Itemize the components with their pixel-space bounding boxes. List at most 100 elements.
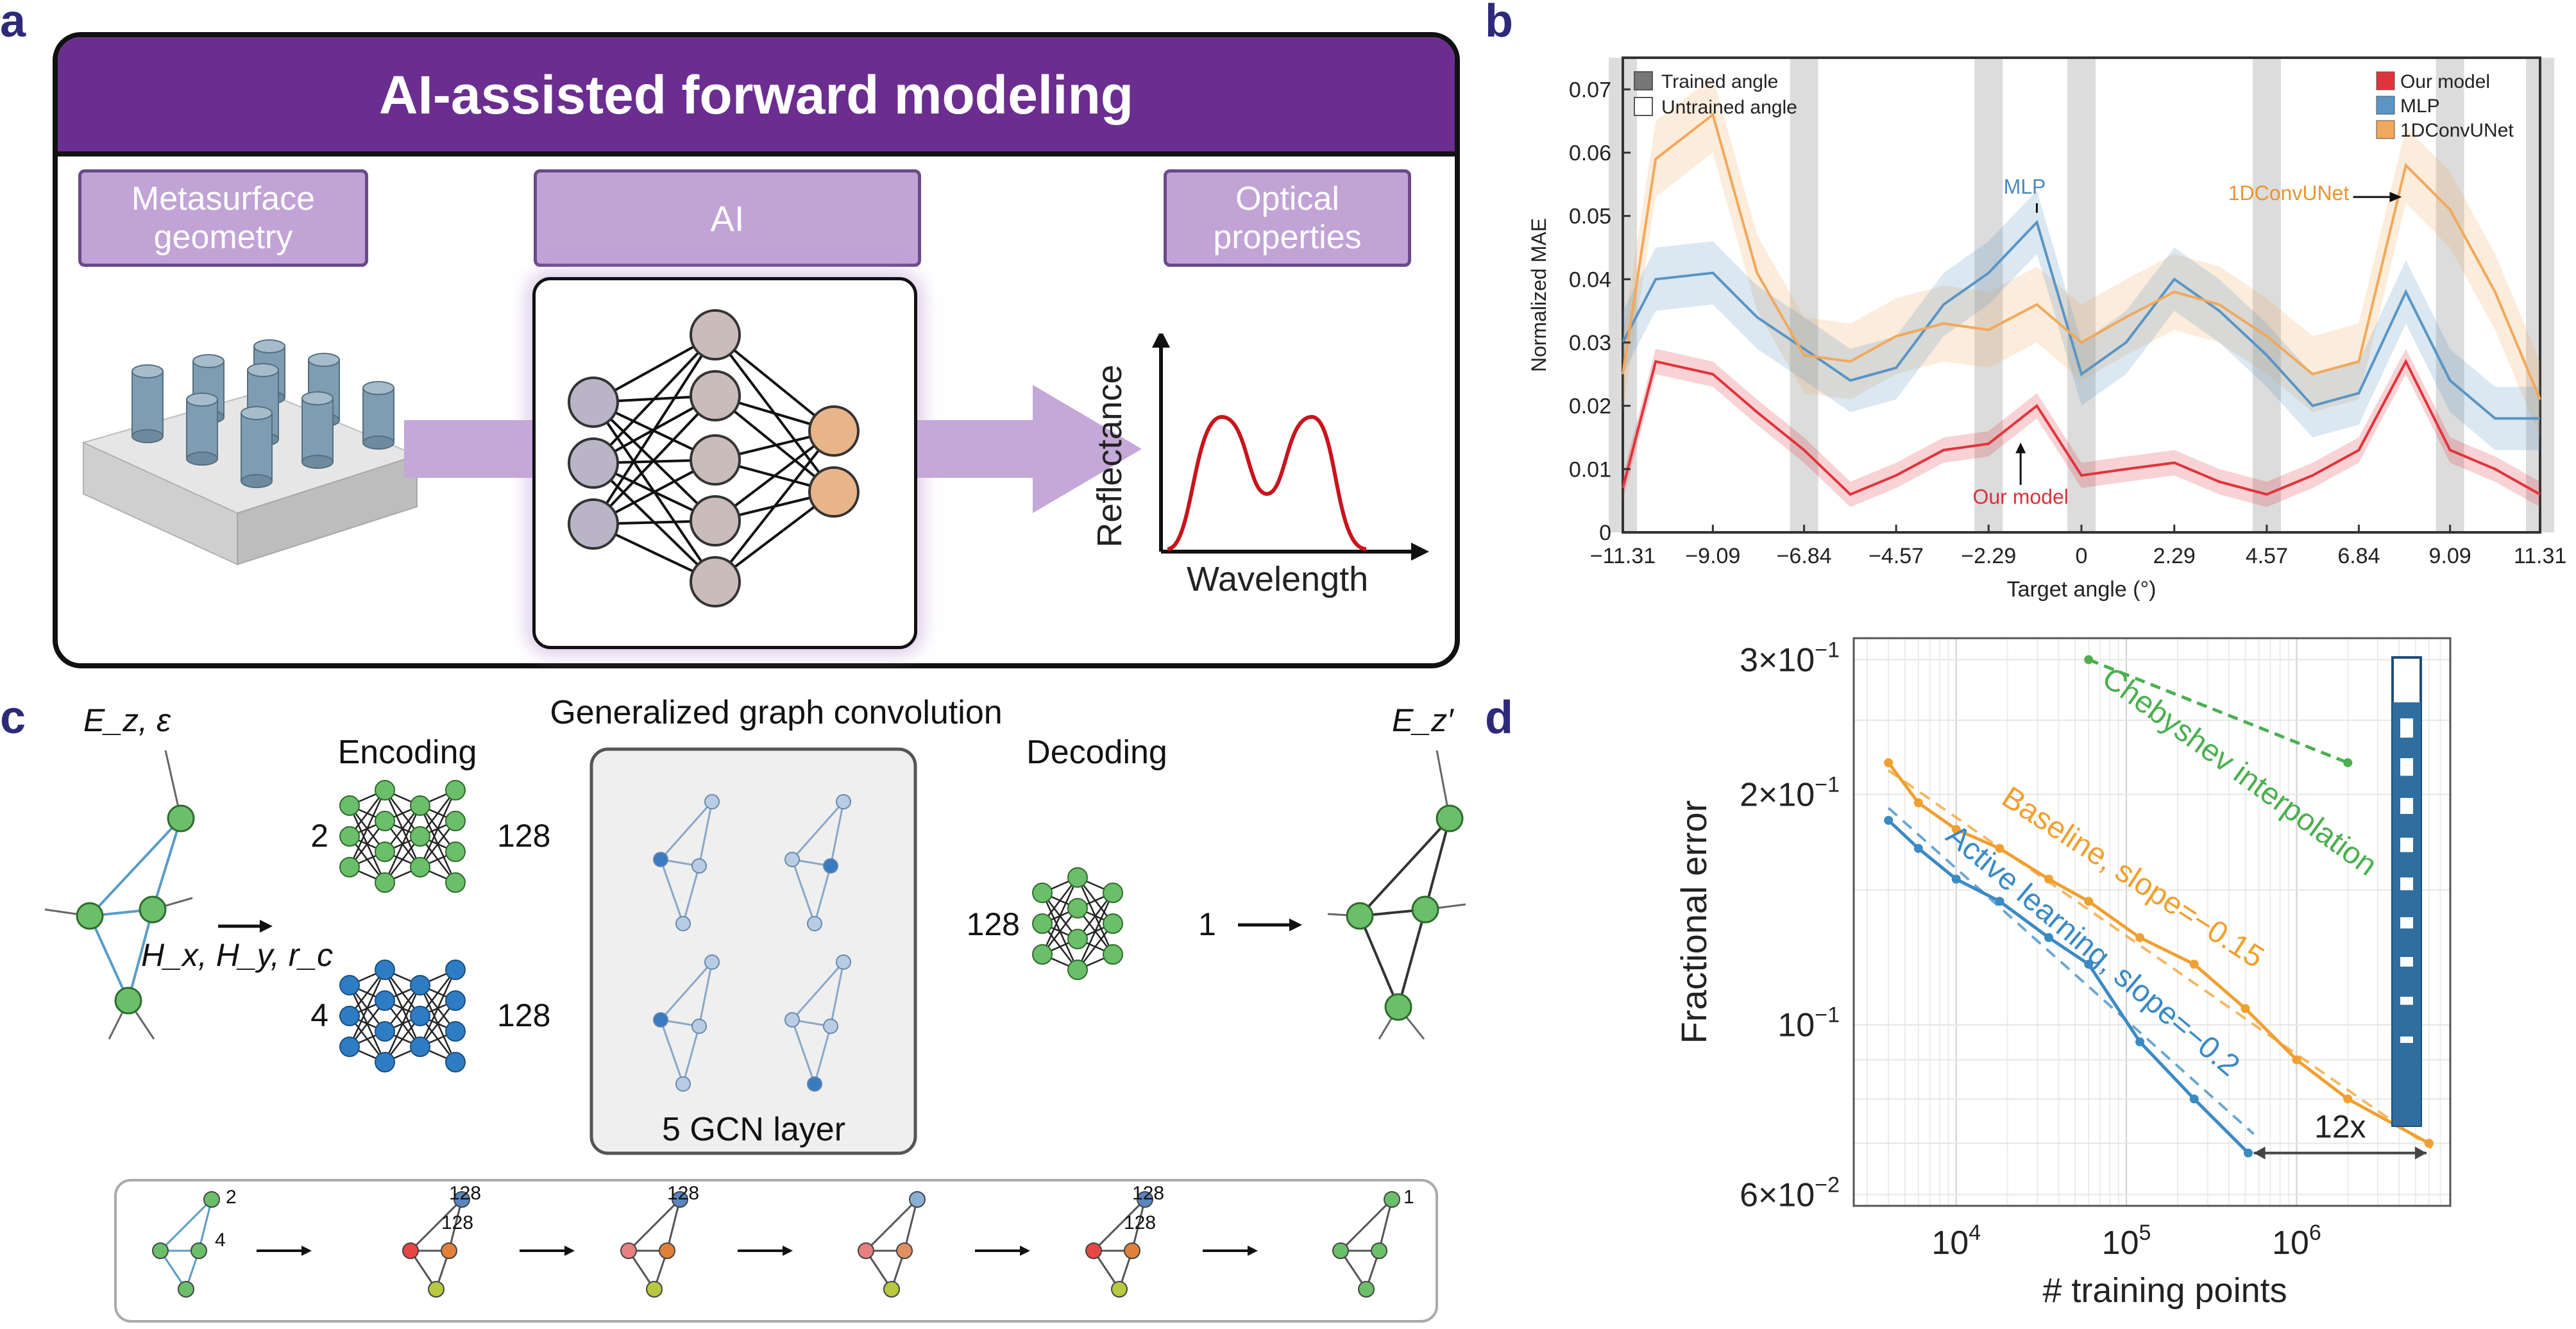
seq-node xyxy=(191,1242,207,1259)
seq-node xyxy=(402,1242,419,1259)
x-axis-label: # training points xyxy=(2042,1271,2287,1310)
pillar-top xyxy=(362,381,394,395)
progress-bar-gap xyxy=(2400,957,2413,967)
net-node xyxy=(1067,960,1088,980)
graph-edge xyxy=(1359,817,1451,917)
mini-edge xyxy=(698,801,713,867)
nn-node xyxy=(808,466,860,518)
net-node xyxy=(339,795,360,816)
net-edge xyxy=(348,790,386,868)
progress-bar-gap xyxy=(2400,838,2413,852)
wavelength-axis-label: Wavelength xyxy=(1187,560,1369,598)
graph-node xyxy=(139,895,167,924)
series-line xyxy=(1622,219,2540,420)
pillar-body xyxy=(131,371,164,437)
seq-node xyxy=(1124,1242,1140,1259)
legend-label-0: Our model xyxy=(2400,71,2490,92)
12x-arrow-head-right xyxy=(2414,1146,2427,1160)
mini-edge xyxy=(682,1026,700,1085)
mini-node xyxy=(823,1019,838,1034)
annotation-1dconvunet: 1DConvUNet xyxy=(2228,182,2350,205)
mini-node xyxy=(675,1076,691,1092)
y-tick-label: 6×10−2 xyxy=(1740,1172,1840,1214)
x-tick-label: −2.29 xyxy=(1961,544,2016,568)
seq-node xyxy=(203,1191,220,1208)
pillar-base xyxy=(301,455,334,469)
pillar-top xyxy=(131,364,164,378)
net-edge xyxy=(419,969,457,1047)
metasurface-illustration xyxy=(81,339,419,566)
y-tick-label: 0.06 xyxy=(1569,141,1611,165)
series-line xyxy=(1622,112,2541,400)
progress-bar-gap xyxy=(2400,877,2413,890)
pillar-top xyxy=(253,339,285,353)
ai-box: AI xyxy=(534,169,921,267)
mini-edge xyxy=(659,1019,684,1085)
seq-node xyxy=(646,1281,663,1298)
pillar-body xyxy=(186,399,218,459)
mini-edge xyxy=(659,801,713,860)
gcn-box xyxy=(589,747,917,1155)
trained-angle-band xyxy=(2252,58,2281,532)
series-point xyxy=(2244,1148,2253,1158)
nn-node xyxy=(568,498,619,550)
mini-node xyxy=(691,858,707,874)
series-point xyxy=(2084,655,2094,664)
series-point xyxy=(2189,1094,2199,1104)
legend-swatch-trained xyxy=(1634,71,1653,90)
net-node xyxy=(1032,944,1053,965)
net-node xyxy=(375,960,395,980)
plot-frame xyxy=(1852,637,2452,1207)
x-tick-label: 11.31 xyxy=(2514,544,2566,568)
net-node xyxy=(1103,913,1123,934)
nn-node xyxy=(808,405,860,457)
nn-edge xyxy=(592,334,716,525)
y-axis-label: Normalized MAE xyxy=(1527,218,1550,372)
annotation-mlp: MLP xyxy=(2004,175,2046,198)
nn-node xyxy=(690,370,741,421)
series-point xyxy=(2135,1037,2145,1047)
neural-network-diagram xyxy=(568,309,860,607)
seq-label: 128 xyxy=(1124,1212,1156,1233)
gcn-layer-label: 5 GCN layer xyxy=(662,1111,845,1148)
mini-node xyxy=(807,1076,822,1092)
graph-edge xyxy=(89,817,182,917)
panel-a-header: AI-assisted forward modeling xyxy=(58,37,1455,157)
series-point xyxy=(1884,758,1894,768)
series-point xyxy=(2135,933,2145,942)
net-node xyxy=(445,960,466,980)
mini-edge xyxy=(829,801,845,867)
y-tick-label: 10−1 xyxy=(1777,1003,1840,1044)
series-band xyxy=(1623,348,2540,507)
12x-arrow-head-left xyxy=(2253,1146,2266,1160)
series-point xyxy=(2044,933,2054,942)
seq-arrow-head xyxy=(1020,1246,1030,1256)
optical-properties-label: Optical properties xyxy=(1213,180,1362,256)
seq-label: 128 xyxy=(1132,1183,1164,1204)
net-edge xyxy=(384,805,421,883)
y-tick-label: 2×10−1 xyxy=(1740,773,1840,814)
mini-edge xyxy=(791,961,845,1020)
nn-node xyxy=(690,434,741,486)
progress-bar-gap xyxy=(2400,718,2413,738)
pillar-body xyxy=(241,412,273,482)
mini-node xyxy=(691,1019,707,1034)
seq-node xyxy=(178,1281,194,1298)
pillar-top xyxy=(308,353,340,367)
x-tick-label: 0 xyxy=(2076,544,2088,568)
net-node xyxy=(445,842,466,862)
seq-edge xyxy=(903,1199,919,1251)
graph-edge xyxy=(1359,915,1400,1008)
mini-node xyxy=(807,916,822,931)
mini-node xyxy=(653,852,668,867)
x-tick-label: 106 xyxy=(2272,1221,2321,1262)
y-tick-label: 0.05 xyxy=(1569,205,1611,229)
mini-node xyxy=(836,794,851,809)
net-node xyxy=(339,1006,360,1026)
progress-bar-gap xyxy=(2400,1037,2413,1043)
active-fit xyxy=(1887,807,2255,1135)
seq-node xyxy=(1111,1281,1128,1298)
mini-node xyxy=(823,858,838,874)
